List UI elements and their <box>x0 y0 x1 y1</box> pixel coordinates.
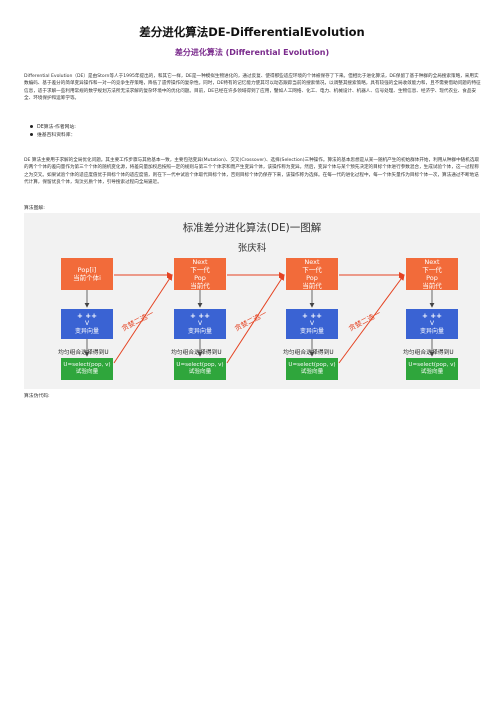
de-algorithm-figure: 标准差分进化算法(DE)一图解 张庆科 Pop[i] 当前个体i + ++ V … <box>24 213 480 389</box>
trial-formula: U=select(pop, v) <box>408 362 456 368</box>
selection-label: 均匀组合选择得到U <box>58 350 109 356</box>
link-label[interactable]: DE算法-作者网站: <box>37 124 76 130</box>
mutation-v: V <box>197 320 203 328</box>
mutation-vector-box: + ++ V 变异向量 <box>406 309 458 339</box>
mutation-v: V <box>84 320 90 328</box>
mutation-label: 变异向量 <box>74 327 99 335</box>
next-generation-box: Next 下一代 Pop 当前代 <box>406 258 458 290</box>
mutation-plus: + ++ <box>421 311 443 320</box>
selection-label: 均匀组合选择得到U <box>403 350 454 356</box>
trial-vector-box: U=select(pop, v) 试验向量 <box>286 358 338 380</box>
bullet-icon <box>30 124 33 128</box>
mutation-v: V <box>429 320 435 328</box>
trial-label: 试验向量 <box>300 369 324 375</box>
mutation-v: V <box>309 320 315 328</box>
next-generation-box: Next 下一代 Pop 当前代 <box>286 258 338 290</box>
trial-label: 试验向量 <box>420 369 444 375</box>
flow-arrows <box>84 272 435 364</box>
population-box: Pop[i] 当前个体i <box>61 258 113 290</box>
page-subtitle: 差分进化算法 (Differential Evolution) <box>174 48 330 57</box>
selection-label: 均匀组合选择得到U <box>283 350 334 356</box>
trial-vector-box: U=select(pop, v) 试验向量 <box>174 358 226 380</box>
trial-formula: U=select(pop, v) <box>63 362 111 368</box>
trial-label: 试验向量 <box>188 369 212 375</box>
link-label[interactable]: 维基百科资料库： <box>37 132 76 138</box>
trial-formula: U=select(pop, v) <box>176 362 224 368</box>
figure-author: 张庆科 <box>237 243 267 254</box>
selection-label: 均匀组合选择得到U <box>171 350 222 356</box>
mutation-label: 变异向量 <box>419 327 444 335</box>
next-generation-box: Next 下一代 Pop 当前代 <box>174 258 226 290</box>
link-item[interactable]: 维基百科资料库： <box>30 130 76 138</box>
figure-title: 标准差分进化算法(DE)一图解 <box>182 222 322 234</box>
mutation-vector-box: + ++ V 变异向量 <box>174 309 226 339</box>
page-title: 差分进化算法DE-DifferentialEvolution <box>139 25 365 39</box>
link-item[interactable]: DE算法-作者网站: <box>30 122 76 130</box>
intro-paragraph: Differential Evolution（DE）是由Storn等人于1995… <box>24 74 481 102</box>
pseudocode-label: 算法伪代码: <box>24 394 50 399</box>
figure-label: 算法图解: <box>24 206 45 211</box>
mutation-plus: + ++ <box>189 311 211 320</box>
trial-vector-box: U=select(pop, v) 试验向量 <box>61 358 113 380</box>
body-paragraph: DE 算法主要用于求解的全局优化问题。其主要工作步骤与其他基本一致，主要包括变异… <box>24 158 480 186</box>
reference-links: DE算法-作者网站: 维基百科资料库： <box>30 122 76 138</box>
mutation-plus: + ++ <box>301 311 323 320</box>
mutation-plus: + ++ <box>76 311 98 320</box>
trial-label: 试验向量 <box>75 369 99 375</box>
trial-vector-box: U=select(pop, v) 试验向量 <box>406 358 458 380</box>
mutation-label: 变异向量 <box>187 327 212 335</box>
trial-formula: U=select(pop, v) <box>288 362 336 368</box>
bullet-icon <box>30 132 33 136</box>
mutation-vector-box: + ++ V 变异向量 <box>61 309 113 339</box>
mutation-vector-box: + ++ V 变异向量 <box>286 309 338 339</box>
mutation-label: 变异向量 <box>299 327 324 335</box>
